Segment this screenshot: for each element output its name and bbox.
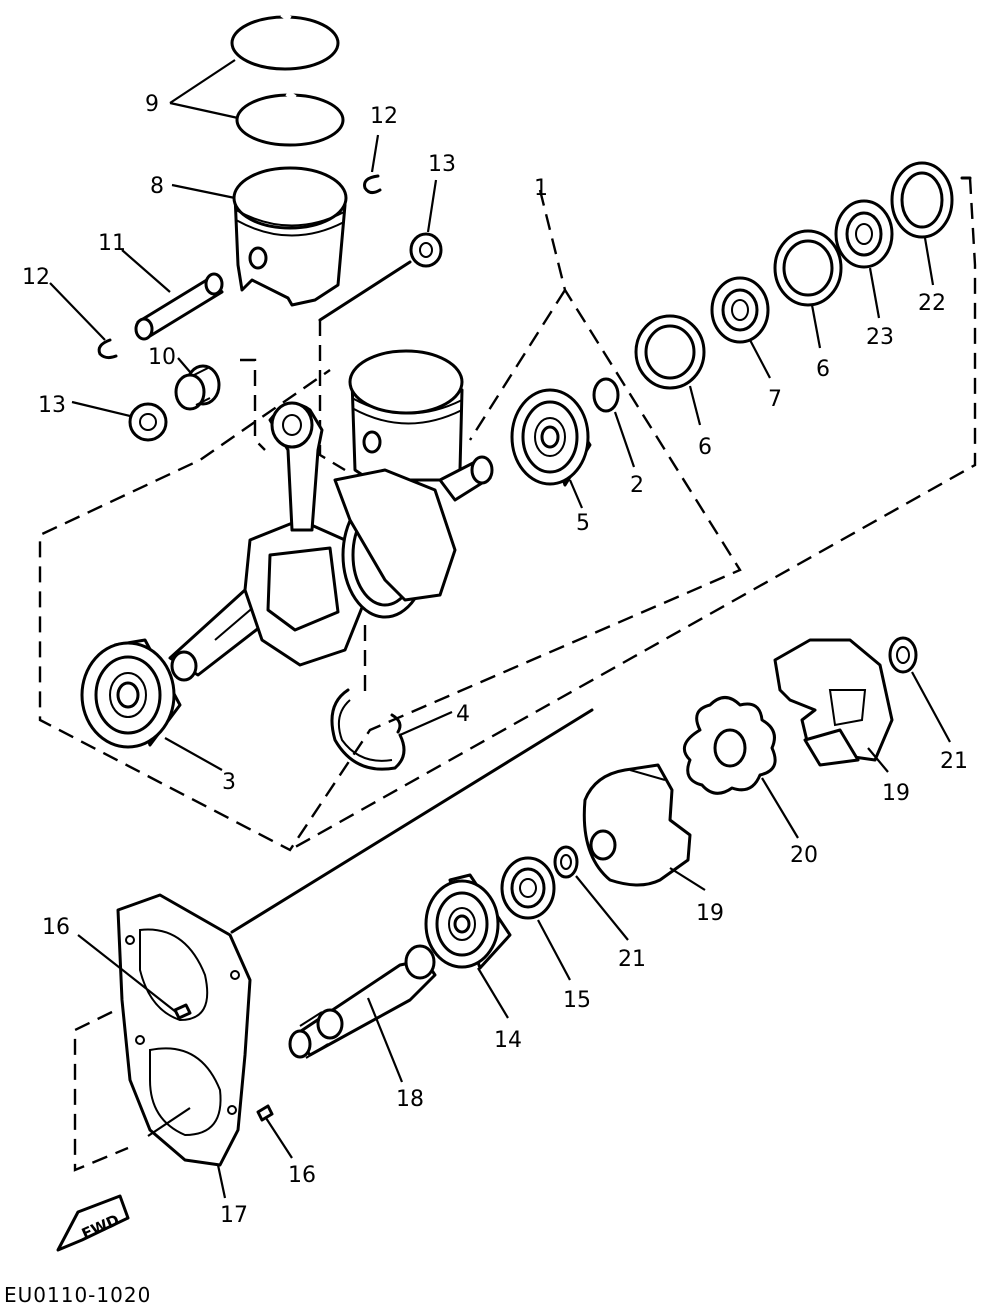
callout-21-upper: 21 (940, 749, 968, 774)
thrust-washer-left (128, 402, 168, 442)
callout-19-upper: 19 (882, 781, 910, 806)
leader-lines (49, 59, 951, 1199)
callout-16-upper: 16 (42, 915, 70, 940)
damper-star (682, 696, 777, 795)
bearing-twenty-three (834, 199, 894, 269)
dowel-pin-upper (173, 1003, 192, 1020)
needle-bearing (174, 364, 221, 411)
crankshaft-assembly (168, 349, 494, 682)
callout-1: 1 (534, 176, 548, 201)
bearing-seven (710, 276, 770, 344)
callout-14: 14 (494, 1028, 522, 1053)
thrust-washer-right (409, 232, 443, 268)
o-ring (592, 377, 620, 413)
bearing-fourteen (424, 873, 512, 970)
callout-13-lower: 13 (38, 393, 66, 418)
callout-7: 7 (768, 387, 782, 412)
callout-6-left: 6 (698, 435, 712, 460)
callout-4: 4 (456, 702, 470, 727)
gasket (116, 893, 252, 1167)
main-assembly-outline (289, 176, 977, 852)
circlip-left (97, 338, 118, 360)
fwd-direction-badge: FWD (56, 1194, 130, 1252)
callout-8: 8 (150, 174, 164, 199)
main-bearing-center (510, 388, 592, 487)
washer-twenty-one-lower (553, 845, 579, 879)
callout-12-upper: 12 (370, 104, 398, 129)
callout-3: 3 (222, 770, 236, 795)
retaining-ring (330, 688, 406, 771)
callout-17: 17 (220, 1203, 248, 1228)
piston-ring-lower (235, 90, 345, 147)
callout-20: 20 (790, 843, 818, 868)
gasket-group-outline (73, 708, 594, 1172)
coupling-half-lower (582, 763, 692, 887)
callout-13-upper: 13 (428, 152, 456, 177)
callout-10: 10 (148, 345, 176, 370)
callout-19-lower: 19 (696, 901, 724, 926)
coupling-half-upper (773, 638, 894, 767)
piston-pin (134, 272, 224, 341)
crankshaft-group-outline (38, 189, 742, 852)
oil-seal-a (634, 314, 706, 390)
callout-16-lower: 16 (288, 1163, 316, 1188)
piston-ring-upper (230, 11, 340, 71)
callout-5: 5 (576, 511, 590, 536)
callout-22: 22 (918, 291, 946, 316)
circlip-right (363, 174, 382, 195)
main-bearing-left (80, 638, 182, 749)
callout-9: 9 (145, 92, 159, 117)
callout-labels: 9 12 8 13 1 11 12 10 13 22 23 6 7 6 2 5 … (22, 92, 968, 1228)
dowel-pin-lower (256, 1104, 274, 1122)
callout-18: 18 (396, 1087, 424, 1112)
piston (232, 166, 348, 307)
callout-15: 15 (563, 988, 591, 1013)
drive-shaft (288, 944, 437, 1059)
callout-2: 2 (630, 473, 644, 498)
oil-seal-b (773, 229, 843, 307)
callout-21-lower: 21 (618, 947, 646, 972)
collar-twenty-two (890, 161, 954, 239)
callout-23: 23 (866, 325, 894, 350)
bearing-fifteen (500, 856, 556, 920)
diagram-reference-code: EU0110-1020 (4, 1283, 151, 1307)
callout-6-right: 6 (816, 357, 830, 382)
callout-12-lower: 12 (22, 265, 50, 290)
callout-11: 11 (98, 231, 126, 256)
washer-twenty-one-upper (888, 636, 918, 674)
